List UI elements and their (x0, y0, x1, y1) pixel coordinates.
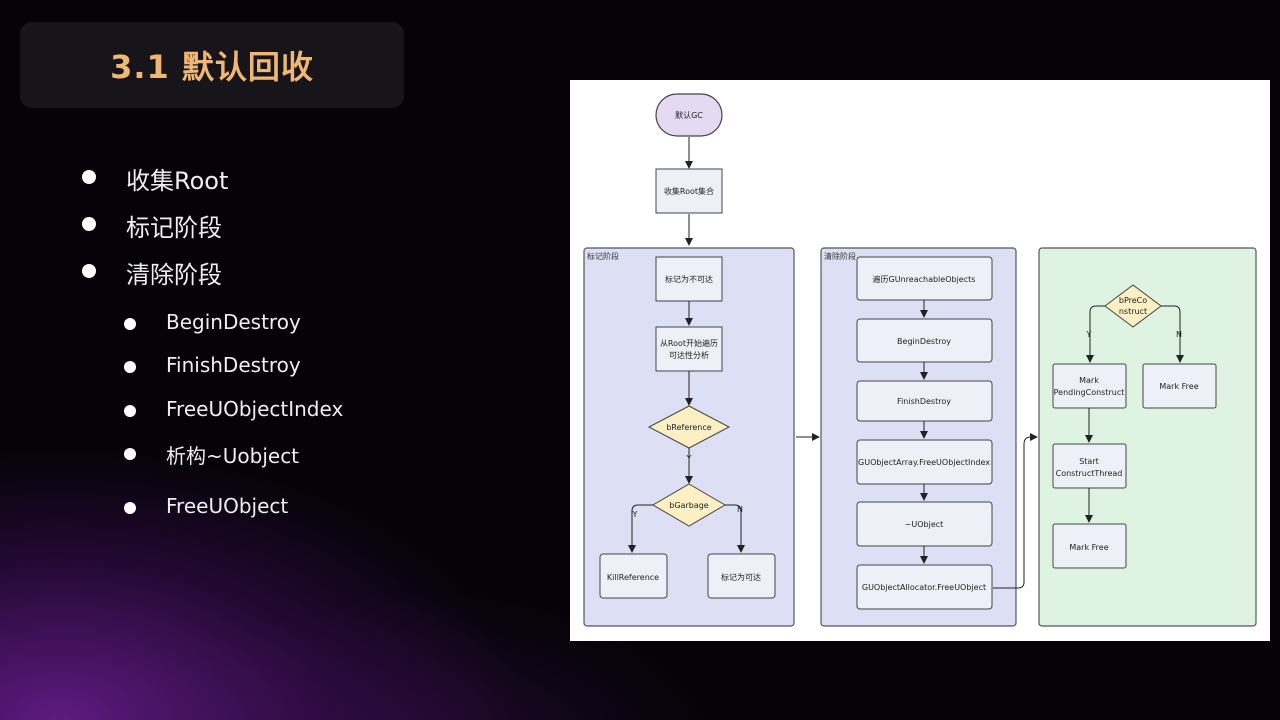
svg-text:Mark Free: Mark Free (1069, 543, 1108, 552)
svg-text:BeginDestroy: BeginDestroy (897, 337, 951, 346)
svg-text:PendingConstruct: PendingConstruct (1054, 388, 1125, 397)
clear-node-destructor: ~UObject (856, 501, 993, 547)
bullet-text: 清除阶段 (126, 261, 222, 289)
b-garbage-no: N (737, 505, 743, 514)
bullet-text: FreeUObjectIndex (166, 397, 344, 421)
traverse-label-line1: 从Root开始遍历 (660, 338, 718, 348)
b-reference-label: bReference (666, 423, 711, 432)
kill-reference-node: KillReference (599, 553, 668, 599)
clear-node-traverse: 遍历GUnreachableObjects (856, 256, 993, 301)
flowchart-svg: 标记阶段 清除阶段 默认GC 收集Root集合 标记为不可达 从Root开始遍 (583, 93, 1257, 627)
traverse-label-line2: 可达性分析 (669, 350, 709, 360)
b-garbage-decision: bGarbage (652, 483, 726, 527)
svg-text:FinishDestroy: FinishDestroy (897, 397, 951, 406)
arrow (1161, 305, 1184, 363)
bullet-item: FreeUObject (124, 494, 289, 518)
bullet-text: 收集Root (126, 167, 229, 195)
svg-text:ConstructThread: ConstructThread (1056, 469, 1123, 478)
mark-free-right-node: Mark Free (1142, 363, 1217, 409)
arrow (993, 433, 1038, 589)
collect-root-label: 收集Root集合 (664, 186, 714, 196)
b-reference-yes: Y (686, 454, 692, 463)
bullet-dot-icon (124, 502, 136, 514)
bullet-text: 析构~Uobject (166, 444, 300, 468)
start-node: 默认GC (655, 93, 723, 137)
svg-text:Start: Start (1079, 457, 1099, 466)
b-garbage-label: bGarbage (669, 501, 709, 510)
lane-clear-title: 清除阶段 (824, 251, 856, 261)
bullet-dot-icon (82, 170, 96, 184)
clear-node-free-uobject: GUObjectAllocator.FreeUObject (856, 564, 993, 610)
bullet-item: FreeUObjectIndex (124, 397, 344, 421)
svg-text:bPreCo: bPreCo (1119, 296, 1147, 305)
mark-pending-construct-node: Mark PendingConstruct (1052, 363, 1127, 409)
bullet-dot-icon (82, 217, 96, 231)
arrow (1086, 305, 1105, 363)
title-box: 3.1 默认回收 (20, 22, 404, 108)
mark-free-node: Mark Free (1052, 523, 1127, 569)
svg-text:Y: Y (632, 510, 638, 519)
bullet-text: FinishDestroy (166, 353, 301, 377)
svg-text:~UObject: ~UObject (905, 520, 944, 529)
b-garbage-yes: Y (632, 510, 638, 519)
mark-reachable-label: 标记为可达 (721, 572, 761, 582)
mark-reachable-node: 标记为可达 (707, 553, 776, 599)
arrow (725, 504, 745, 553)
svg-text:Y: Y (686, 454, 692, 463)
svg-text:N: N (1176, 330, 1182, 339)
b-pre-construct-decision: bPreCo nstruct (1104, 284, 1162, 328)
bullet-item: 清除阶段 (82, 255, 222, 290)
bullet-item: FinishDestroy (124, 353, 301, 377)
svg-text:Mark: Mark (1079, 376, 1099, 385)
svg-text:GUObjectAllocator.FreeUObject: GUObjectAllocator.FreeUObject (862, 583, 986, 592)
start-construct-thread-node: Start ConstructThread (1052, 443, 1127, 489)
svg-text:N: N (737, 505, 743, 514)
bullet-item: 析构~Uobject (124, 440, 300, 469)
clear-node-free-index: GUObjectArray.FreeUObjectIndex (856, 439, 993, 485)
clear-node-begin-destroy: BeginDestroy (856, 318, 993, 363)
bullet-dot-icon (124, 448, 136, 460)
clear-node-finish-destroy: FinishDestroy (856, 380, 993, 422)
bullet-text: BeginDestroy (166, 310, 301, 334)
b-pre-construct-yes: Y (1086, 330, 1092, 339)
bullet-item: 收集Root (82, 161, 229, 196)
arrow (628, 504, 653, 553)
svg-text:Y: Y (1086, 330, 1092, 339)
b-pre-construct-no: N (1176, 330, 1182, 339)
gc-flowchart: 标记阶段 清除阶段 默认GC 收集Root集合 标记为不可达 从Root开始遍 (570, 80, 1270, 641)
kill-reference-label: KillReference (607, 573, 659, 582)
bullet-dot-icon (124, 405, 136, 417)
slide-title: 3.1 默认回收 (110, 48, 314, 86)
svg-text:遍历GUnreachableObjects: 遍历GUnreachableObjects (873, 274, 976, 284)
mark-unreachable-label: 标记为不可达 (665, 274, 713, 284)
svg-text:GUObjectArray.FreeUObjectIndex: GUObjectArray.FreeUObjectIndex (858, 458, 990, 467)
svg-text:nstruct: nstruct (1119, 307, 1147, 316)
traverse-node: 从Root开始遍历 可达性分析 (655, 326, 723, 372)
bullet-dot-icon (124, 318, 136, 330)
svg-text:Mark Free: Mark Free (1159, 382, 1198, 391)
mark-unreachable-node: 标记为不可达 (655, 256, 723, 302)
bullet-text: 标记阶段 (126, 214, 222, 242)
lane-mark-title: 标记阶段 (587, 251, 619, 261)
bullet-text: FreeUObject (166, 494, 289, 518)
collect-root-node: 收集Root集合 (655, 168, 723, 214)
bullet-dot-icon (124, 361, 136, 373)
bullet-item: BeginDestroy (124, 310, 301, 334)
bullet-dot-icon (82, 264, 96, 278)
bullet-item: 标记阶段 (82, 208, 222, 243)
start-label: 默认GC (675, 110, 703, 120)
